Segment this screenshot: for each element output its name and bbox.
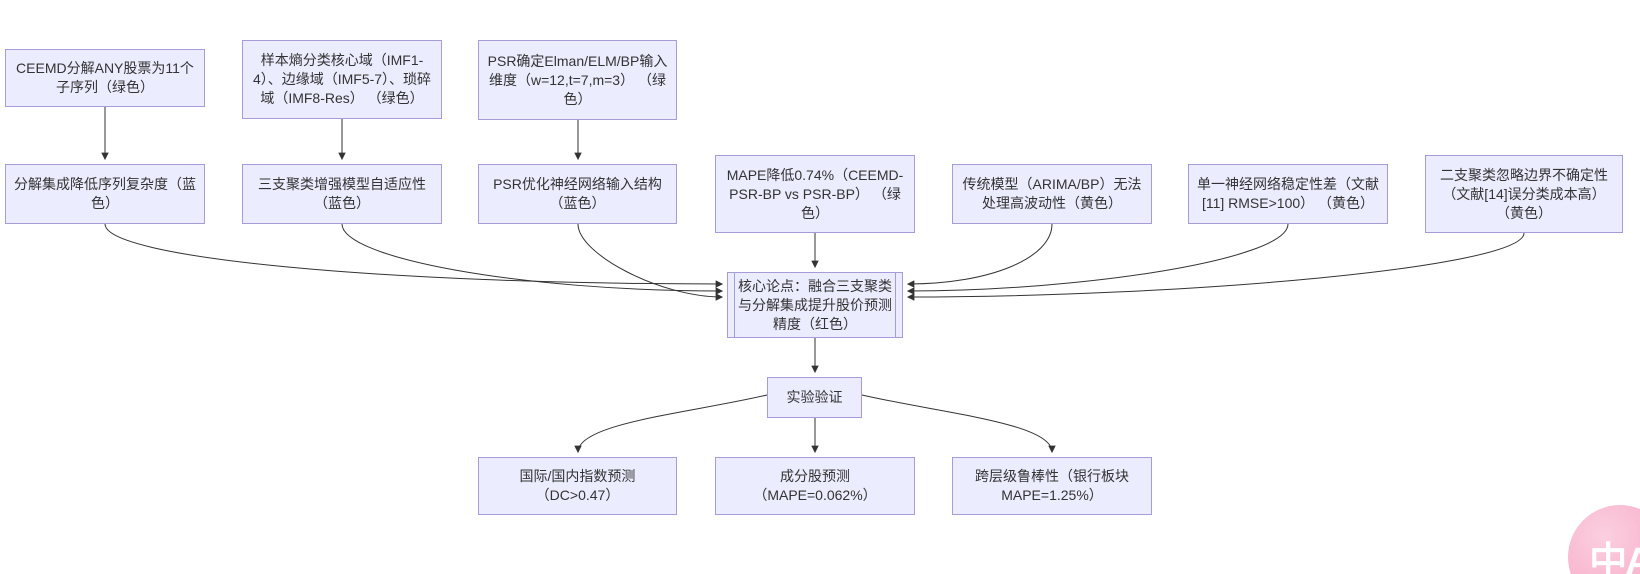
- node-constituent-forecast-label: 成分股预测（MAPE=0.062%）: [753, 468, 877, 503]
- node-traditional-model: 传统模型（ARIMA/BP）无法处理高波动性（黄色）: [952, 164, 1152, 224]
- edge-trad-to-core: [906, 223, 1053, 288]
- edge-threeway-to-core: [341, 223, 724, 295]
- node-experiment-label: 实验验证: [786, 389, 843, 405]
- edge-decomp-to-core: [104, 223, 724, 288]
- node-psr-optimize: PSR优化神经网络输入结构（蓝色）: [478, 164, 677, 224]
- edge-experiment-to-index: [574, 394, 768, 454]
- node-two-way-cluster: 二支聚类忽略边界不确定性（文献[14]误分类成本高）（黄色）: [1425, 155, 1623, 233]
- node-psr-dimension-label: PSR确定Elman/ELM/BP输入维度（w=12,t=7,m=3） （绿色）: [487, 52, 668, 107]
- node-sample-entropy-label: 样本熵分类核心域（IMF1-4）、边缘域（IMF5-7）、琐碎域（IMF8-Re…: [252, 52, 432, 106]
- node-mape-reduce-label: MAPE降低0.74%（CEEMD-PSR-BP vs PSR-BP） （绿色）: [726, 166, 904, 221]
- translate-icon: 中A: [1589, 540, 1640, 574]
- node-core-thesis: 核心论点：融合三支聚类与分解集成提升股价预测精度（红色）: [727, 272, 903, 338]
- node-ceemd-decompose: CEEMD分解ANY股票为11个子序列（绿色）: [5, 49, 205, 107]
- edge-experiment-to-robustness: [861, 394, 1056, 454]
- node-traditional-model-label: 传统模型（ARIMA/BP）无法处理高波动性（黄色）: [962, 176, 1142, 211]
- node-index-forecast-label: 国际/国内指数预测（DC>0.47）: [519, 468, 636, 503]
- node-constituent-forecast: 成分股预测（MAPE=0.062%）: [715, 457, 915, 515]
- node-sample-entropy: 样本熵分类核心域（IMF1-4）、边缘域（IMF5-7）、琐碎域（IMF8-Re…: [242, 40, 442, 119]
- node-robustness: 跨层级鲁棒性（银行板块MAPE=1.25%）: [952, 457, 1152, 515]
- edge-twoway-to-core: [906, 232, 1525, 301]
- node-psr-optimize-label: PSR优化神经网络输入结构（蓝色）: [493, 176, 662, 211]
- node-single-nn: 单一神经网络稳定性差（文献[11] RMSE>100） （黄色）: [1188, 164, 1388, 224]
- node-three-way-cluster: 三支聚类增强模型自适应性（蓝色）: [242, 164, 442, 224]
- edge-psropt-to-core: [577, 223, 724, 301]
- edge-singlenn-to-core: [906, 223, 1289, 295]
- node-two-way-cluster-label: 二支聚类忽略边界不确定性（文献[14]误分类成本高）（黄色）: [1440, 166, 1608, 221]
- node-robustness-label: 跨层级鲁棒性（银行板块MAPE=1.25%）: [975, 468, 1129, 503]
- node-psr-dimension: PSR确定Elman/ELM/BP输入维度（w=12,t=7,m=3） （绿色）: [478, 40, 677, 120]
- node-decomp-ensemble-label: 分解集成降低序列复杂度（蓝色）: [14, 176, 196, 211]
- node-decomp-ensemble: 分解集成降低序列复杂度（蓝色）: [5, 164, 205, 224]
- node-core-thesis-label: 核心论点：融合三支聚类与分解集成提升股价预测精度（红色）: [738, 277, 892, 332]
- node-experiment: 实验验证: [767, 377, 862, 418]
- translate-float-button[interactable]: 中A: [1568, 505, 1640, 574]
- node-ceemd-decompose-label: CEEMD分解ANY股票为11个子序列（绿色）: [16, 60, 194, 95]
- node-index-forecast: 国际/国内指数预测（DC>0.47）: [478, 457, 677, 515]
- node-single-nn-label: 单一神经网络稳定性差（文献[11] RMSE>100） （黄色）: [1197, 176, 1379, 211]
- node-three-way-cluster-label: 三支聚类增强模型自适应性（蓝色）: [258, 176, 426, 211]
- node-mape-reduce: MAPE降低0.74%（CEEMD-PSR-BP vs PSR-BP） （绿色）: [715, 155, 915, 233]
